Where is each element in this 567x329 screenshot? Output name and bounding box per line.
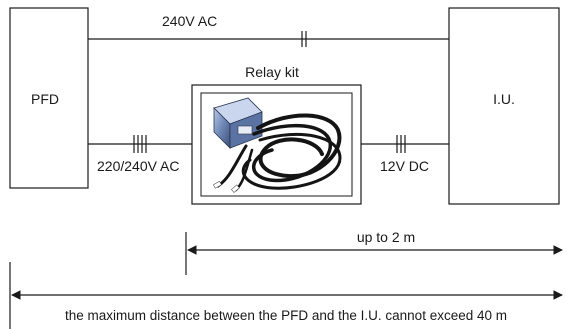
iu-label: I.U.	[493, 91, 515, 107]
long-span-label: the maximum distance between the PFD and…	[65, 308, 507, 323]
left-cable-label: 220/240V AC	[97, 158, 180, 174]
top-cable-label: 240V AC	[162, 13, 217, 29]
relay-kit-label: Relay kit	[245, 64, 299, 80]
short-span-label: up to 2 m	[357, 229, 415, 245]
pfd-label: PFD	[31, 91, 59, 107]
right-cable-label: 12V DC	[380, 158, 429, 174]
